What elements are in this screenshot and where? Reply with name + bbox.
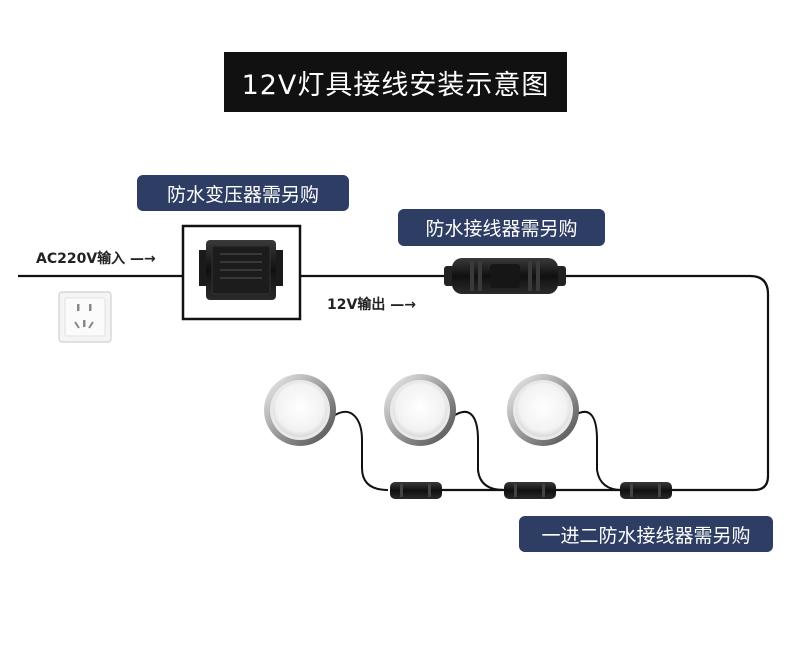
wall-socket-icon	[58, 291, 112, 343]
splitter-connector-icon	[504, 482, 556, 499]
ac-input-label: AC220V输入 —→	[36, 251, 156, 267]
diagram-title: 12V灯具接线安装示意图	[224, 52, 567, 112]
splitter-connector-icon	[620, 482, 672, 499]
light-lead-3	[574, 410, 623, 491]
waterproof-connector-icon	[444, 258, 566, 294]
light-lead-2	[454, 410, 505, 491]
splitter-note-badge: 一进二防水接线器需另购	[519, 516, 773, 552]
transformer-note-badge: 防水变压器需另购	[137, 175, 349, 211]
output-12v-label: 12V输出 —→	[327, 297, 416, 313]
light-lead-1	[334, 410, 389, 491]
connector-note-badge: 防水接线器需另购	[398, 209, 605, 246]
pool-light-icon	[384, 374, 456, 446]
transformer-icon	[199, 240, 283, 300]
pool-light-icon	[507, 374, 579, 446]
splitter-connector-icon	[390, 482, 442, 499]
trunk-cable	[566, 274, 770, 492]
pool-light-icon	[264, 374, 336, 446]
